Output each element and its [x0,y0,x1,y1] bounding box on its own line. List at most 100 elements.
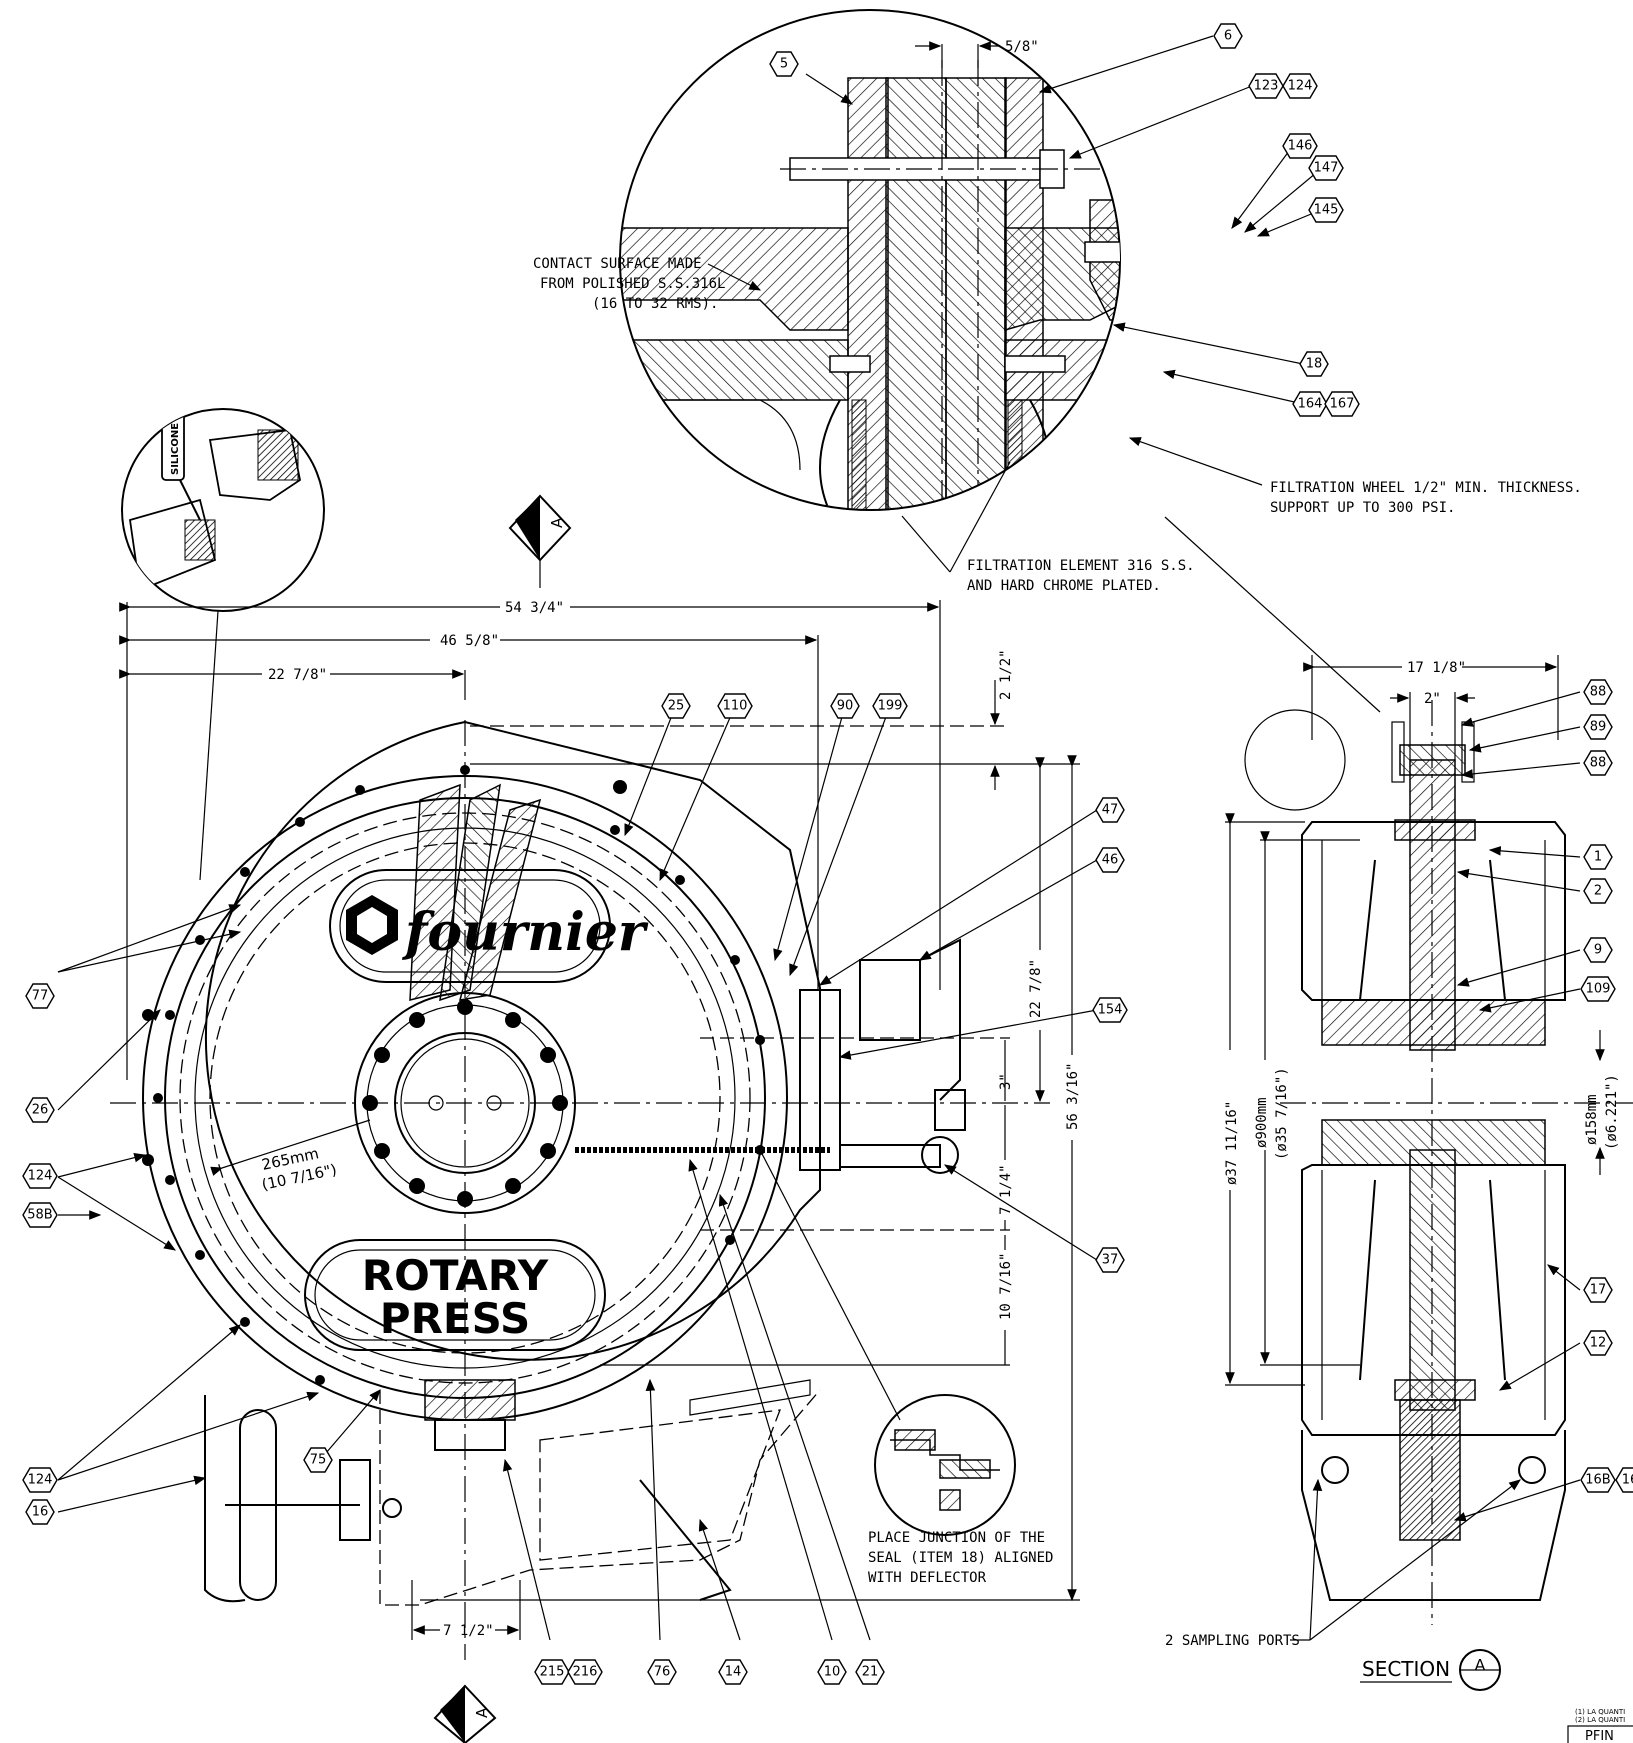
item-tag-label-t12: 12 [1590,1336,1607,1351]
item-tag-label-t109: 109 [1586,982,1611,997]
item-tag-label-t2: 2 [1594,884,1602,899]
item-tag-label-t16c: 16 [1622,1473,1633,1488]
item-tag-label-t75: 75 [310,1453,327,1468]
section-title: SECTION A [1360,1649,1501,1691]
dim-7-1-4: 7 1/4" [998,1164,1014,1215]
silicone-label: SILICONE [170,423,181,475]
item-tag-t124c [22,1467,58,1493]
item-tag-t88a [1583,679,1613,705]
item-tag-t17 [1583,1277,1613,1303]
item-tag-t146 [1282,133,1318,159]
item-tag-label-t76: 76 [654,1665,671,1680]
item-tag-t2 [1583,878,1613,904]
section-mark-bottom: A [433,1684,497,1743]
title-label: PFIN [1585,1729,1614,1743]
item-tag-t167 [1324,391,1360,417]
note-wheel-line1: FILTRATION WHEEL 1/2" MIN. THICKNESS. [1270,480,1582,496]
item-tag-t76 [647,1659,677,1685]
dim-22-7-8-h: 22 7/8" [268,667,327,683]
item-tag-label-t25: 25 [668,699,685,714]
note-seal-line3: WITH DEFLECTOR [868,1570,987,1586]
item-tag-label-t110: 110 [723,699,748,714]
note-contact-line1: CONTACT SURFACE MADE [533,256,702,272]
dim-10-7-16: 10 7/16" [998,1253,1014,1320]
item-tag-label-t88b: 88 [1590,756,1607,771]
main-dimensions: 54 3/4" 46 5/8" 22 7/8" 2 1/2" 22 7/8" 3… [119,600,1081,1640]
item-tag-label-t14: 14 [725,1665,742,1680]
dim-2: 2" [1424,691,1441,707]
item-tag-label-t47: 47 [1102,803,1119,818]
dim-54-3-4: 54 3/4" [505,600,564,616]
item-tag-t124b [22,1163,58,1189]
dim-56-3-16: 56 3/16" [1065,1063,1081,1130]
product-line2: PRESS [380,1294,530,1343]
dim-35-7-16: (ø35 7/16") [1274,1067,1290,1160]
seal-junction-detail [759,1149,1016,1536]
item-tag-t16b [1580,1467,1616,1493]
item-tag-label-t215: 215 [540,1665,565,1680]
note-seal-line1: PLACE JUNCTION OF THE [868,1530,1045,1546]
section-title-mark: A [1475,1656,1486,1675]
item-tag-t58b [22,1202,58,1228]
item-tag-label-t90: 90 [837,699,854,714]
item-tag-t14 [718,1659,748,1685]
item-tag-label-t146: 146 [1288,139,1313,154]
dim-900mm: ø900mm [1254,1097,1270,1148]
note-element-line1: FILTRATION ELEMENT 316 S.S. [967,558,1195,574]
dim-5-8: 5/8" [1005,39,1039,55]
note-element-line2: AND HARD CHROME PLATED. [967,578,1161,594]
item-tag-t110 [717,693,753,719]
product-line1: ROTARY [362,1251,549,1300]
silicone-detail: SILICONE [121,408,325,881]
item-tag-label-t88a: 88 [1590,685,1607,700]
title-note-1: (1) LA QUANTI [1575,1708,1625,1716]
item-tag-label-t89: 89 [1590,720,1607,735]
item-tag-label-t124c: 124 [28,1473,53,1488]
item-tag-label-t26: 26 [32,1103,49,1118]
item-tag-t216 [567,1659,603,1685]
dim-22-7-8-v: 22 7/8" [1028,959,1044,1018]
section-mark-top-letter: A [548,517,566,528]
item-tag-label-t9: 9 [1594,943,1602,958]
dim-37-11-16: ø37 11/16" [1224,1101,1240,1185]
dim-17-1-8: 17 1/8" [1407,660,1466,676]
item-tag-label-t77: 77 [32,989,49,1004]
item-tag-t16c [1615,1467,1633,1493]
item-tag-t147 [1308,155,1344,181]
dim-158mm: ø158mm [1584,1094,1600,1145]
item-tag-t47 [1095,797,1125,823]
item-tag-t26 [25,1097,55,1123]
fournier-logo-mark [346,895,398,955]
title-block: (1) LA QUANTI (2) LA QUANTI PFIN [1567,1708,1633,1743]
item-tag-t154 [1092,997,1128,1023]
item-tag-label-t164: 164 [1298,397,1323,412]
item-tag-label-t18: 18 [1306,357,1323,372]
item-tag-label-t123: 123 [1254,79,1279,94]
item-tag-t10 [817,1659,847,1685]
dim-2-1-2: 2 1/2" [998,649,1014,700]
item-tag-label-t216: 216 [573,1665,598,1680]
item-tag-label-t37: 37 [1102,1253,1119,1268]
item-tag-label-t199: 199 [878,699,903,714]
item-tag-label-t154: 154 [1098,1003,1123,1018]
item-tag-label-t124a: 124 [1288,79,1313,94]
note-wheel-line2: SUPPORT UP TO 300 PSI. [1270,500,1455,516]
title-note-2: (2) LA QUANTI [1575,1716,1625,1724]
item-tag-label-t16: 16 [32,1505,49,1520]
detail-view-top: 5/8" [619,9,1323,573]
note-seal-line2: SEAL (ITEM 18) ALIGNED [868,1550,1053,1566]
item-tag-t6 [1213,23,1243,49]
main-leaders [57,704,1098,1641]
item-tag-t89 [1583,714,1613,740]
item-tag-t21 [855,1659,885,1685]
item-tag-t18 [1299,351,1329,377]
item-tag-t77 [25,983,55,1009]
main-front-view: fournier ROTARY PRESS [110,560,1050,1660]
item-tag-label-t124b: 124 [28,1169,53,1184]
dim-7-1-2: 7 1/2" [443,1623,494,1639]
item-tag-label-t1: 1 [1594,850,1602,865]
item-tag-t75 [303,1447,333,1473]
item-tag-label-t58b: 58B [27,1208,52,1223]
item-tag-t145 [1308,197,1344,223]
